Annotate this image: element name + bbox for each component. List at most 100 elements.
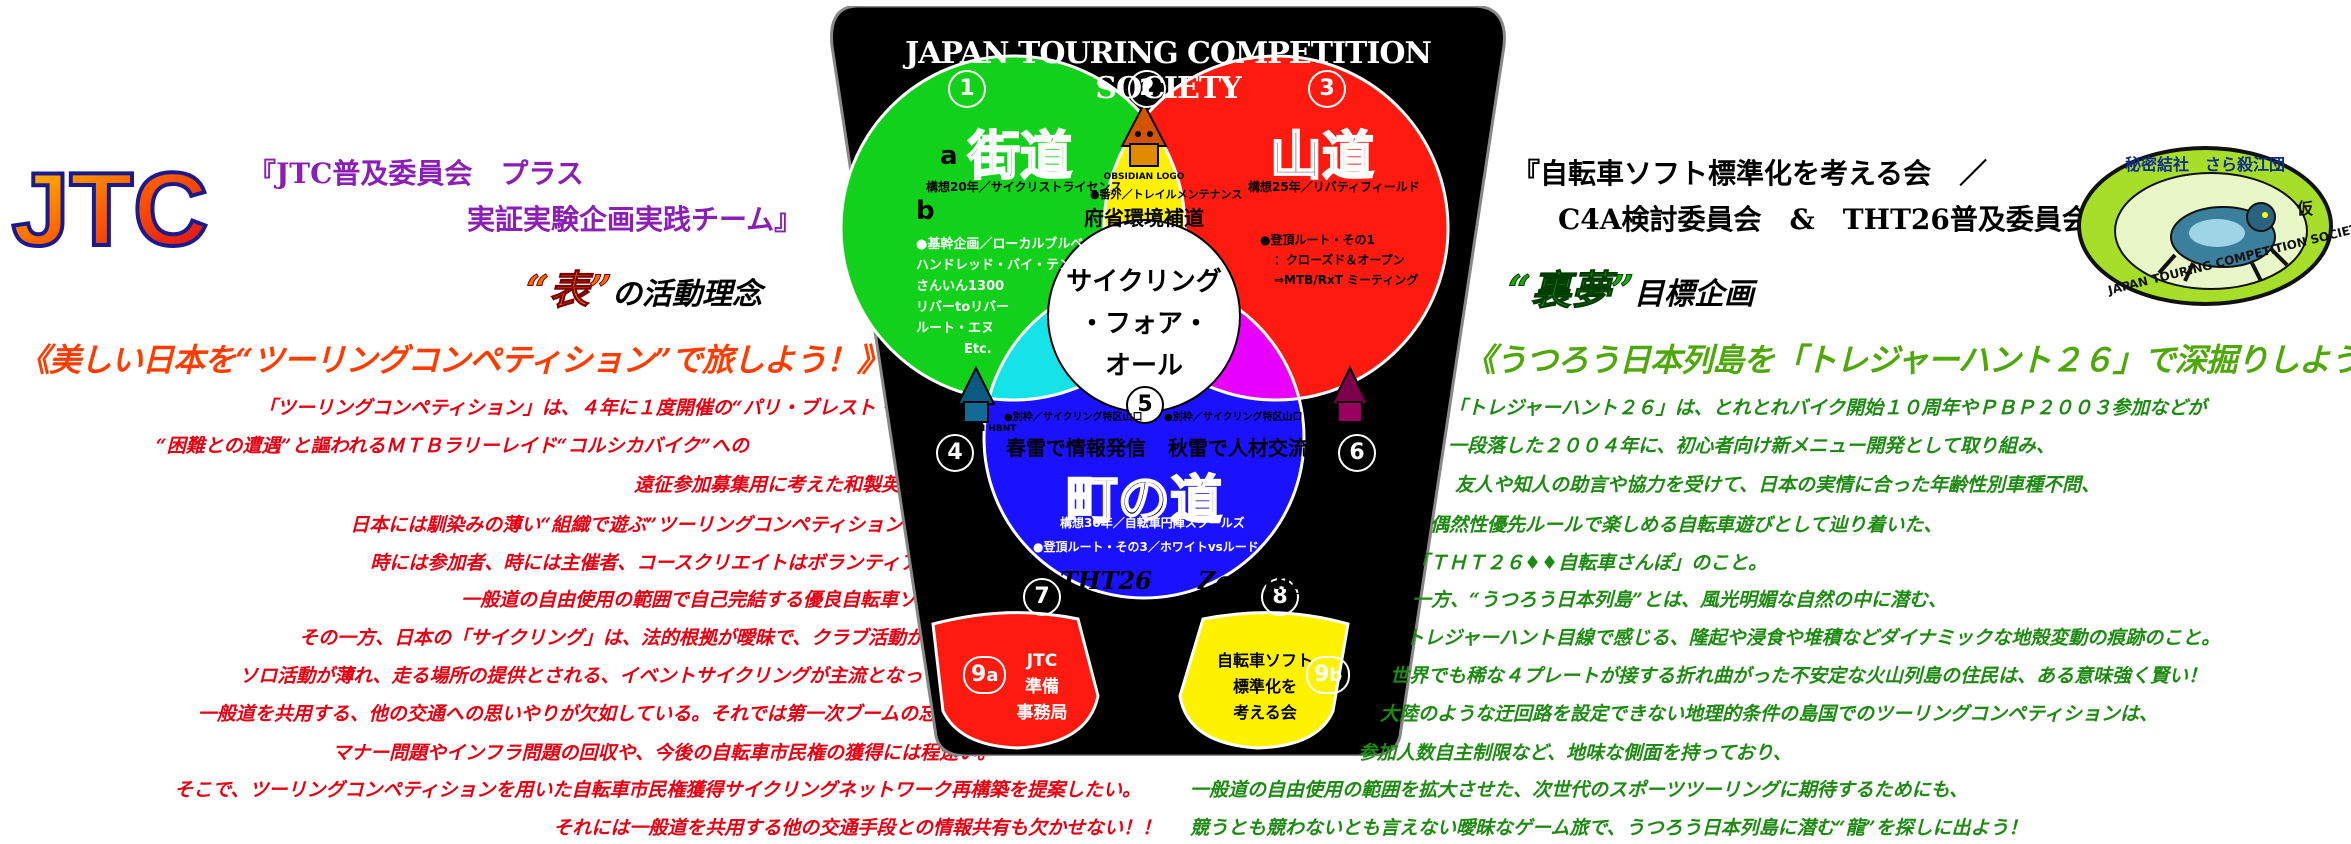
top-lobe-label: 府省環境補道 bbox=[1084, 206, 1204, 230]
kaido-item: ●基幹企画／ローカルブルベ bbox=[916, 237, 1084, 252]
right-line: 偶然性優先ルールで楽しめる自転車遊びとして辿り着いた、 bbox=[1430, 514, 1943, 536]
number-6: 6 bbox=[1338, 434, 1376, 472]
sando-item: ●登頂ルート・その1 bbox=[1260, 233, 1375, 247]
left-motto: “表”の活動理念 bbox=[525, 258, 762, 316]
sando-item: ：クローズド＆オープン bbox=[1274, 253, 1405, 267]
jtc-logo: JTC bbox=[2, 145, 217, 270]
number-9a-suffix: a bbox=[986, 665, 999, 686]
right-line: 「トレジャーハント２６」は、とれとれバイク開始１０周年やＰＢＰ２００３参加などが bbox=[1448, 397, 2207, 419]
left-header-line2: 実証実験企画実践チーム』 bbox=[467, 203, 803, 236]
diagram-title: JAPAN TOURING COMPETITION SOCIETY bbox=[905, 36, 1432, 106]
right-line: 一段落した２００４年に、初心者向け新メニュー開発として取り組み、 bbox=[1448, 435, 2055, 457]
machi-title: 町の道 bbox=[1065, 469, 1223, 532]
number-9b-suffix: b bbox=[1329, 665, 1343, 686]
center-line: サイクリング bbox=[1066, 267, 1222, 297]
software-society-label: 自転車ソフト 標準化を 考える会 bbox=[1200, 648, 1330, 726]
left-header-line1: 『JTC普及委員会 プラス bbox=[248, 157, 584, 190]
right-header-line2: C4A検討委員会 & THT26普及委員会』 bbox=[1558, 203, 2118, 236]
right-line: 大陸のような迂回路を設定できない地理的条件の島国でのツーリングコンペティションは… bbox=[1380, 703, 2158, 725]
right-line: 友人や知人の助言や協力を受けて、日本の実情に合った年齢性別車種不問、 bbox=[1455, 474, 2101, 496]
logo-text: JTC bbox=[12, 152, 208, 265]
sando-title: 山道 bbox=[1269, 125, 1375, 188]
kaido-item: リバーtoリバー bbox=[916, 300, 1010, 315]
kaido-title: 街道 bbox=[967, 125, 1073, 188]
kaido-items: ●基幹企画／ローカルブルベ ハンドレッド・バイ・テン さんいん1300 リバーt… bbox=[916, 234, 1083, 360]
right-line: 「ＴＨＴ２６♦♦自転車さんぽ」のこと。 bbox=[1410, 552, 1768, 574]
right-motto-quote: “裏夢” bbox=[1507, 267, 1635, 315]
diagram-canvas bbox=[830, 4, 1506, 758]
jtc-office-line: 事務局 bbox=[1016, 703, 1068, 723]
right-line: 世界でも稀な４プレートが接する折れ曲がった不安定な火山列島の住民は、ある意味強く… bbox=[1390, 665, 2208, 687]
left-lobe-item: ●別枠／サイクリング特区山口 bbox=[1004, 412, 1143, 423]
left-line: マナー問題やインフラ問題の回収や、今後の自転車市民権の獲得には程遠い。 bbox=[332, 742, 996, 764]
obsidian-logo-right-icon bbox=[1330, 365, 1370, 423]
top-lobe-logo-name: OBSIDIAN LOGO bbox=[1103, 172, 1185, 182]
number-9a-digit: 9 bbox=[971, 662, 987, 687]
sando-items: ●登頂ルート・その1 ：クローズド＆オープン ⇒MTB/RxT ミーティング bbox=[1260, 230, 1418, 290]
left-line: ソロ活動が薄れ、走る場所の提供とされる、イベントサイクリングが主流となっていて、 bbox=[239, 665, 996, 687]
sando-concept: 構想25年／リバティフィールド bbox=[1248, 180, 1420, 194]
number-8: 8 bbox=[1261, 578, 1299, 616]
obsidian-logo-top-icon bbox=[1120, 101, 1168, 167]
machi-concept: 構想30年／自転車円陣スクールズ bbox=[1060, 516, 1245, 530]
kaido-concept: 構想20年／サイクリストライセンス bbox=[926, 180, 1123, 194]
number-2: 2 bbox=[1128, 70, 1166, 108]
kaido-border bbox=[839, 54, 1187, 402]
number-7: 7 bbox=[1023, 578, 1061, 616]
left-motto-quote: “表” bbox=[525, 267, 613, 315]
left-line: “困難との遭遇”と謳われるＭＴＢラリーレイド“コルシカバイク”への bbox=[155, 435, 749, 457]
left-line: 時には参加者、時には主催者、コースクリエイトはボランティアと、 bbox=[370, 552, 956, 574]
machi-left-label: THT26 bbox=[1060, 566, 1152, 595]
kaido-item: Etc. bbox=[964, 342, 992, 357]
kaido-marker-b: b bbox=[916, 196, 935, 226]
number-9a: 9a bbox=[963, 656, 1007, 694]
center-line: ・フォア・ bbox=[1078, 309, 1209, 339]
seal-side-text: 仮 bbox=[2297, 199, 2314, 218]
number-3: 3 bbox=[1308, 70, 1346, 108]
kaido-item: ルート・エヌ bbox=[916, 321, 995, 336]
left-lobe-logo-name: OBSIDIAN HBNT bbox=[935, 424, 1017, 434]
software-society-line: 考える会 bbox=[1233, 703, 1297, 722]
right-lobe-logo-name: OBSIDIAN MLT bbox=[1315, 424, 1389, 434]
left-line: そこで、ツーリングコンペティションを用いた自転車市民権獲得サイクリングネットワー… bbox=[174, 779, 1141, 801]
right-motto-rest: 目標企画 bbox=[1634, 277, 1755, 312]
right-lobe-label: 秋雷で人材交流 bbox=[1168, 436, 1308, 460]
right-lobe-item: ●別枠／サイクリング特区山口 bbox=[1164, 412, 1303, 423]
machi-right-label: Zapping bbox=[1198, 566, 1308, 595]
jtc-diagram: JAPAN TOURING COMPETITION SOCIETY 1 2 3 … bbox=[828, 4, 1508, 758]
kaido-marker-a: a bbox=[940, 141, 958, 171]
right-slogan: 《うつろう日本列島を「トレジャーハント２６」で深掘りしよう！》 bbox=[1464, 341, 2351, 379]
top-lobe-item: ●番外／トレイルメンテナンス bbox=[1090, 188, 1243, 201]
left-line: 「ツーリングコンペティション」は、４年に１度開催の“パリ・ブレスト・パリ”や、 bbox=[257, 397, 981, 419]
number-5: 5 bbox=[1126, 386, 1164, 424]
right-line: 競うとも競わないとも言えない曖昧なゲーム旅で、うつろう日本列島に潜む“龍”を探し… bbox=[1190, 817, 2028, 839]
number-4: 4 bbox=[936, 434, 974, 472]
number-9b-digit: 9 bbox=[1314, 662, 1330, 687]
left-line: 一般道を共用する、他の交通への思いやりが欠如している。それでは第一次ブームの忘れ… bbox=[197, 703, 994, 725]
dragon-icon bbox=[2157, 202, 2289, 282]
left-line: 遠征参加募集用に考えた和製英語。 bbox=[633, 474, 938, 496]
center-text: サイクリング ・フォア・ オール bbox=[1048, 261, 1240, 387]
software-society-line: 自転車ソフト bbox=[1216, 651, 1313, 670]
left-line: それには一般道を共用する他の交通手段との情報共有も欠かせない！！ bbox=[553, 817, 1161, 839]
number-9b: 9b bbox=[1306, 656, 1351, 694]
right-line: トレジャーハント目線で感じる、隆起や浸食や堆積などダイナミックな地殻変動の痕跡の… bbox=[1405, 627, 2221, 649]
left-line: その一方、日本の「サイクリング」は、法的根拠が曖昧で、クラブ活動が縮小し、 bbox=[299, 627, 1001, 649]
society-seal: 秘密結社 さら殺江団 仮 JAPAN TOURING COMPETITION S… bbox=[2075, 145, 2351, 307]
jtc-office-line: JTC bbox=[1026, 651, 1058, 671]
jtc-office-line: 準備 bbox=[1025, 677, 1059, 697]
right-line: 参加人数自主制限など、地味な側面を持っており、 bbox=[1358, 742, 1792, 764]
machi-item: ●登頂ルート・その3／ホワイトvsルード bbox=[1033, 540, 1259, 554]
left-lobe-label: 春雷で情報発信 bbox=[1006, 436, 1146, 460]
left-line: 一般道の自由使用の範囲で自己完結する優良自転車ソフト！ bbox=[460, 589, 974, 611]
right-header-line1: 『自転車ソフト標準化を考える会 ／ bbox=[1512, 157, 1988, 190]
jtc-office-label: JTC 準備 事務局 bbox=[988, 648, 1096, 726]
seal-top-text: 秘密結社 さら殺江団 bbox=[2124, 155, 2285, 174]
sando-item: ⇒MTB/RxT ミーティング bbox=[1274, 273, 1419, 287]
seal-graphic bbox=[2077, 146, 2333, 306]
obsidian-logo-left-icon bbox=[956, 365, 996, 423]
number-1: 1 bbox=[948, 70, 986, 108]
jtc-office-shape bbox=[931, 611, 1100, 750]
right-line: 一般道の自由使用の範囲を拡大させた、次世代のスポーツツーリングに期待するためにも… bbox=[1190, 779, 1969, 801]
right-line: 一方、“うつろう日本列島”とは、風光明媚な自然の中に潜む、 bbox=[1412, 589, 1947, 611]
